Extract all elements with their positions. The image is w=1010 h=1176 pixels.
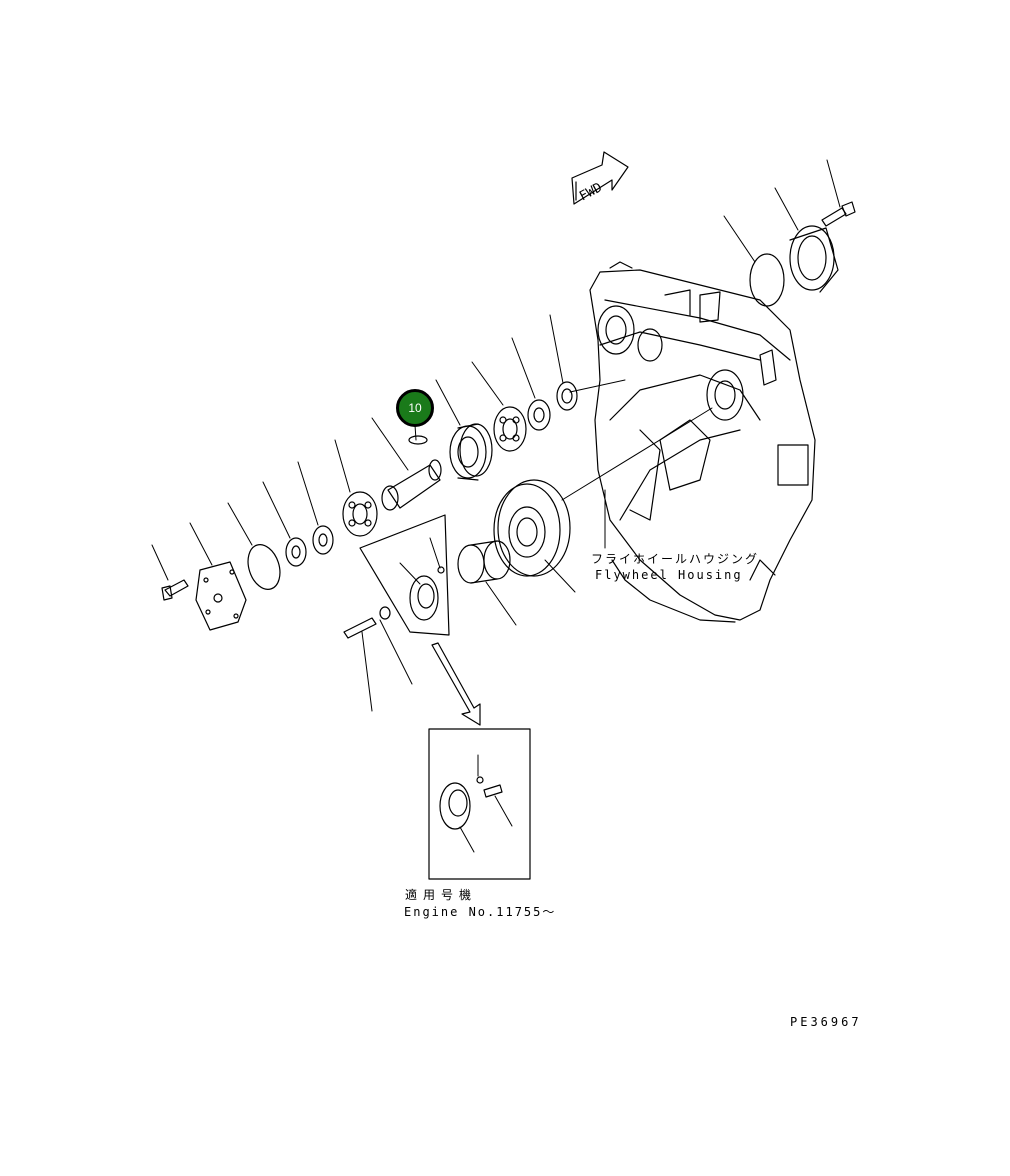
idler-gear <box>449 423 493 481</box>
flywheel-housing-label-jp: フライホイールハウジング <box>591 552 760 566</box>
lock-washer-right <box>527 399 551 431</box>
applicable-label-jp: 適用号機 <box>405 888 478 902</box>
callout-10-button[interactable]: 10 <box>396 389 434 427</box>
bearing-left <box>342 491 378 537</box>
bearing-right <box>493 406 527 452</box>
fwd-arrow-icon: FWD <box>571 151 629 205</box>
bolt-left <box>161 579 189 601</box>
o-ring-large <box>247 544 281 590</box>
bolt-top <box>821 201 856 227</box>
timing-gear <box>493 479 571 577</box>
lock-washer-left <box>312 525 334 555</box>
flywheel-housing <box>589 261 816 623</box>
serial-inset-box <box>428 728 531 880</box>
leader-lines <box>151 159 841 853</box>
small-bolt <box>343 606 391 639</box>
inset-subassembly <box>359 514 450 636</box>
flywheel-housing-label-en: Flywheel Housing <box>595 568 743 582</box>
thrust-washer-right <box>556 381 578 411</box>
drawing-id: PE36967 <box>790 1015 862 1029</box>
rear-seal-cover <box>749 225 839 307</box>
bushing <box>457 540 511 584</box>
inset-pointer-arrow <box>431 642 481 726</box>
front-cover-plate <box>195 561 247 631</box>
idler-shaft <box>381 459 442 511</box>
thrust-washer-left <box>285 537 307 567</box>
fwd-label: FWD <box>577 180 605 204</box>
applicable-label-en: Engine No.11755～ <box>404 905 557 919</box>
o-ring-small <box>408 435 428 445</box>
